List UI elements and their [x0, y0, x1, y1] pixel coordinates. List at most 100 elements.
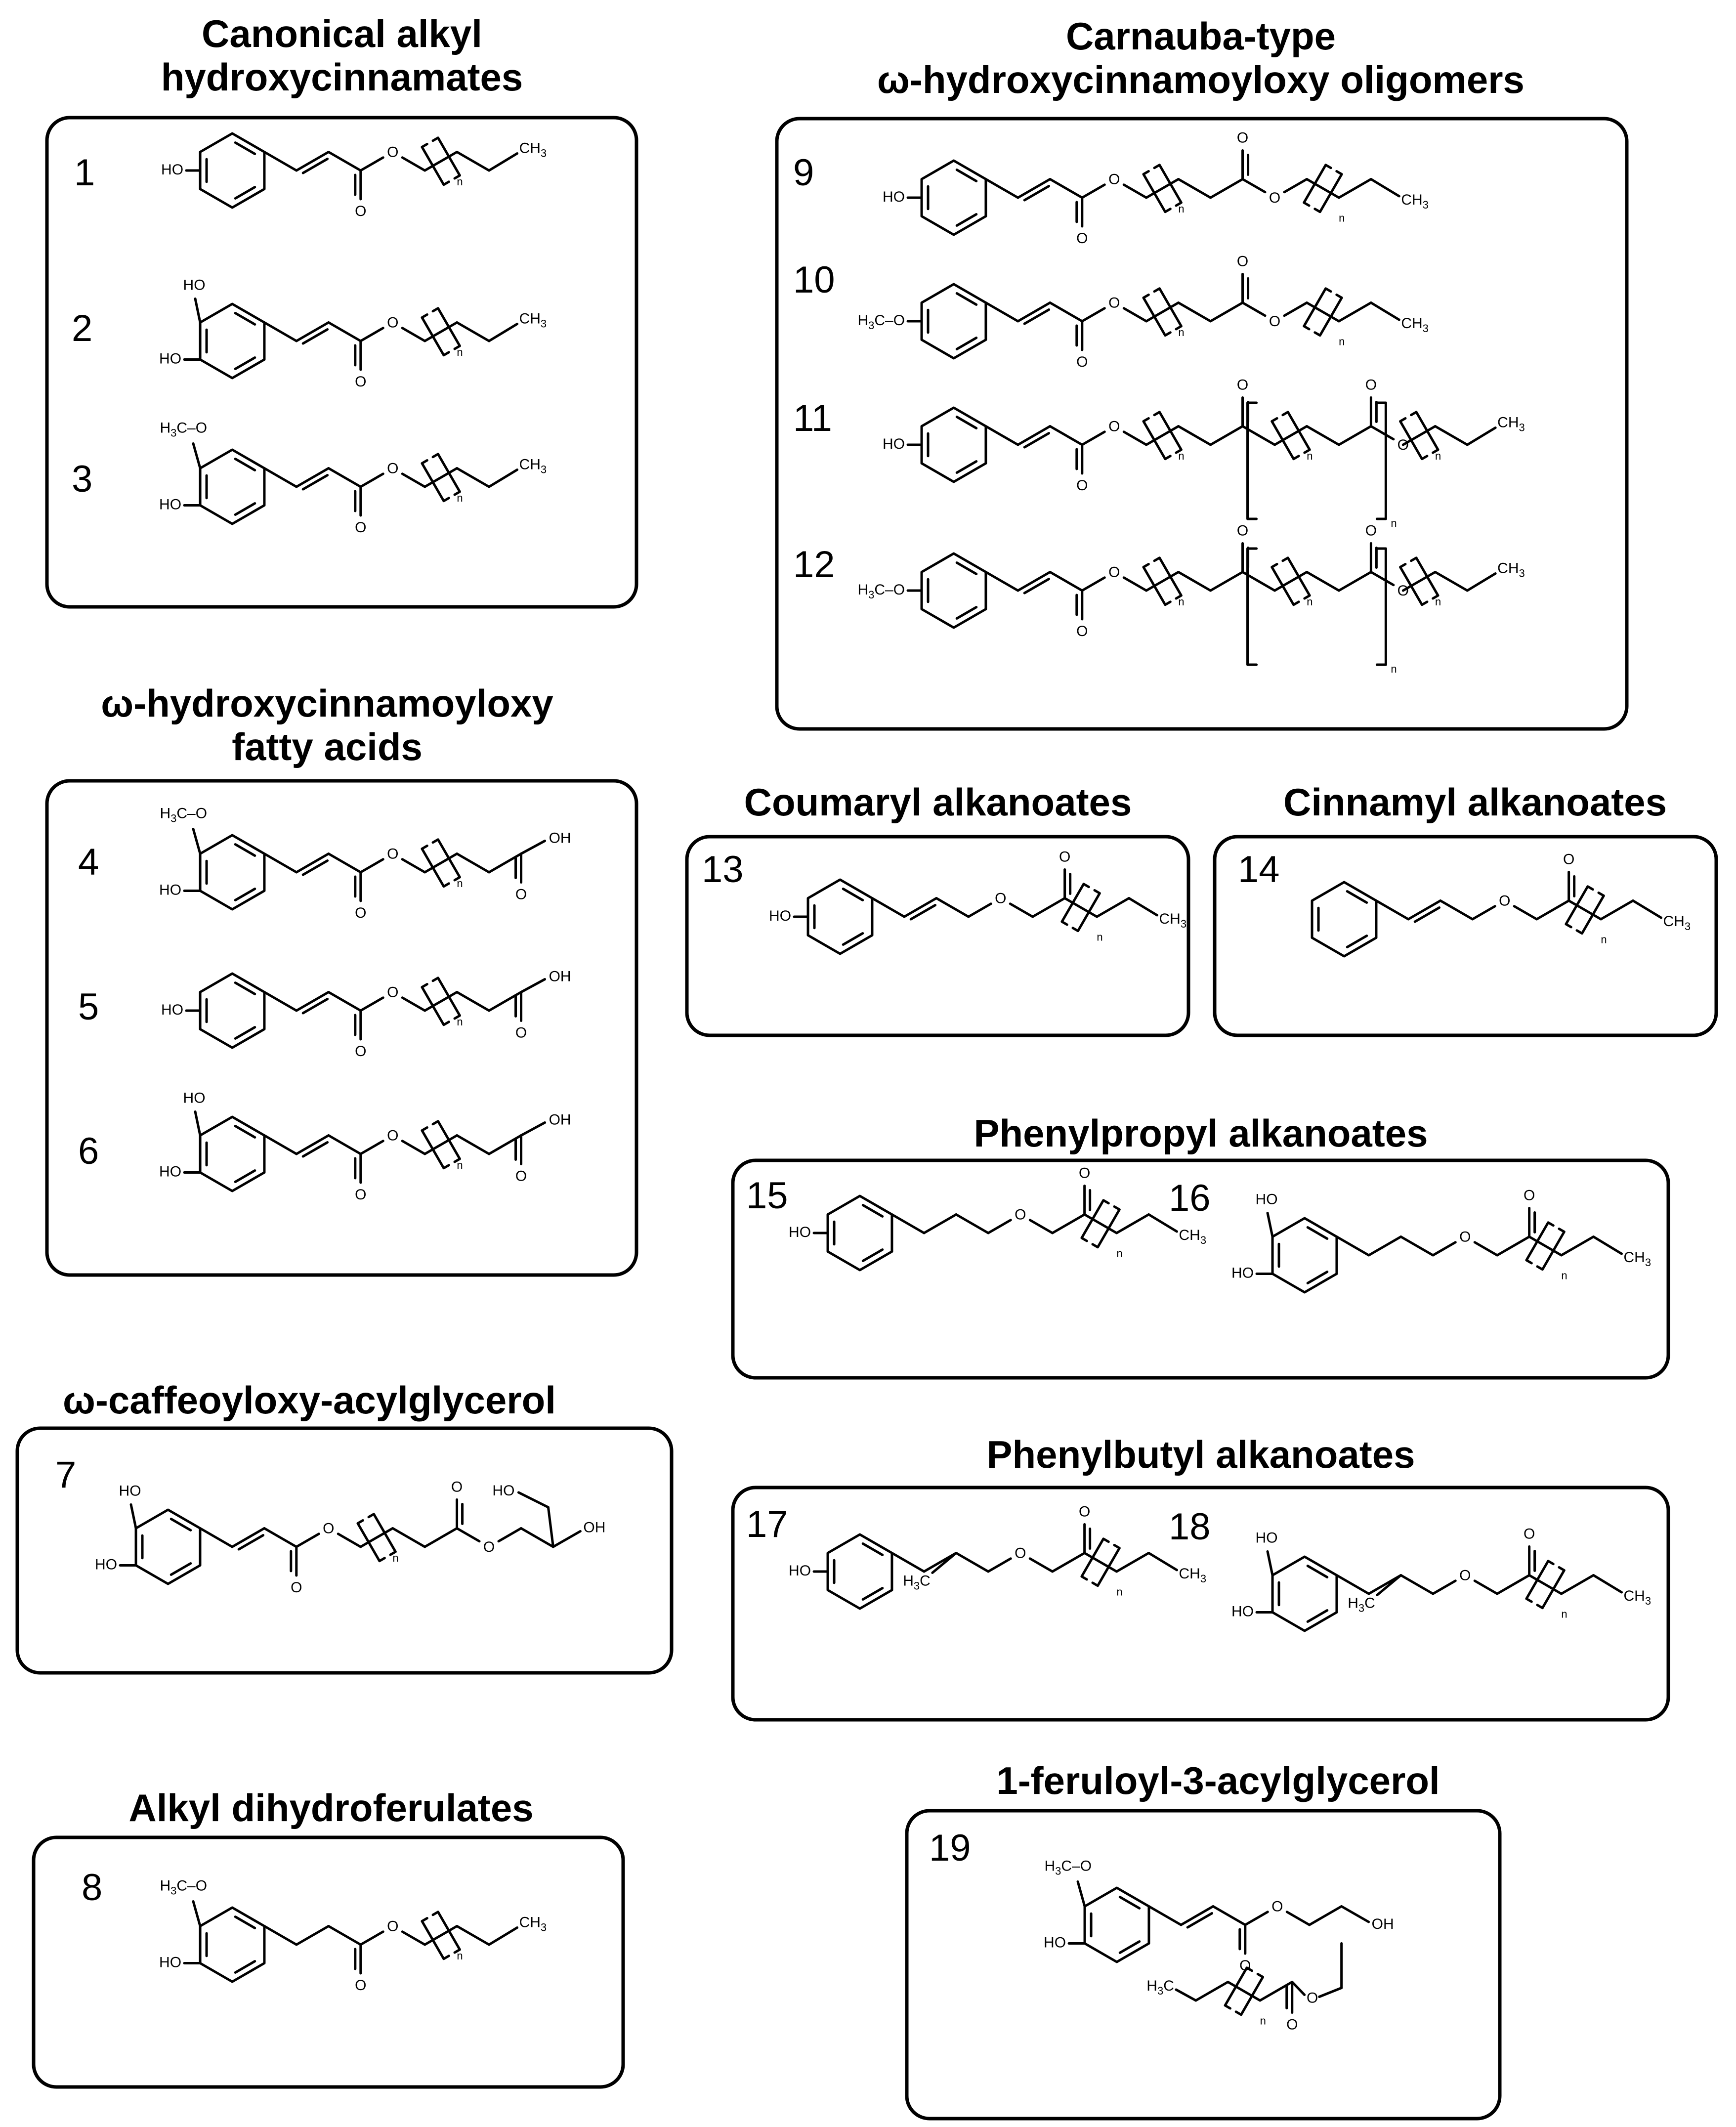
ester-oxygen-label: O: [387, 314, 398, 331]
repeat-unit-label: n: [1178, 450, 1184, 462]
methyl-label: CH3: [519, 140, 547, 159]
hydroxyl-label: HO: [183, 1090, 206, 1106]
carbonyl-oxygen-label: O: [515, 1168, 527, 1184]
repeat-unit-label: n: [1561, 1270, 1567, 1282]
repeat-unit-label: n: [457, 175, 463, 188]
carbonyl-oxygen-label: O: [355, 1043, 366, 1060]
compound-number-9: 9: [793, 152, 814, 194]
carbonyl-oxygen-label: O: [355, 519, 366, 536]
carbonyl-oxygen-label: O: [1237, 253, 1248, 269]
ester-oxygen-label: O: [1271, 1898, 1283, 1914]
panel-phenylpropyl-alkanoates: [731, 1158, 1670, 1380]
repeat-unit-label: n: [1307, 450, 1313, 462]
carbonyl-oxygen-label: O: [1059, 849, 1070, 865]
repeat-unit-label: n: [457, 1016, 463, 1028]
title-fatty-acids-line-1: ω-hydroxycinnamoyloxy: [101, 681, 553, 725]
panel-fatty-acids: [45, 779, 638, 1277]
panel-alkyl-dihydroferulates: [32, 1835, 625, 2089]
compound-number-5: 5: [78, 986, 99, 1028]
methyl-label: CH3: [1179, 1566, 1207, 1585]
methyl-label: H3C: [1146, 1978, 1174, 1997]
title-phenylpropyl-line-1: Phenylpropyl alkanoates: [974, 1111, 1428, 1155]
panel-coumaryl-alkanoates: [685, 835, 1190, 1037]
repeat-unit-label: n: [1116, 1586, 1122, 1598]
panel-feruloyl-acylglycerol: [905, 1809, 1502, 2121]
ester-oxygen-label: O: [1307, 1990, 1318, 2006]
compound-number-7: 7: [55, 1454, 76, 1496]
ester-oxygen-label: O: [1108, 295, 1120, 311]
methyl-label: CH3: [1663, 913, 1691, 933]
compound-number-17: 17: [746, 1503, 788, 1545]
carbonyl-oxygen-label: O: [1237, 377, 1248, 393]
ester-oxygen-label: O: [1459, 1229, 1471, 1245]
carbonyl-oxygen-label: O: [515, 1024, 527, 1041]
carbonyl-oxygen-label: O: [1237, 522, 1248, 539]
ester-oxygen-label: O: [387, 1127, 398, 1144]
title-phenylbutyl-line-1: Phenylbutyl alkanoates: [987, 1433, 1415, 1476]
hydroxyl-label: HO: [159, 350, 181, 367]
panel-canonical-alkyl-hydroxycinnamates: [45, 116, 638, 609]
compound-number-11: 11: [793, 397, 832, 439]
ester-oxygen-label: O: [1108, 171, 1120, 187]
hydroxyl-label: HO: [1044, 1934, 1066, 1951]
methoxy-label: H3C–O: [160, 805, 207, 824]
ester-oxygen-label: O: [1499, 893, 1510, 909]
ester-oxygen-label: O: [1459, 1567, 1471, 1583]
title-carnauba-line-2: ω-hydroxycinnamoyloxy oligomers: [877, 58, 1524, 101]
methyl-label: CH3: [1624, 1588, 1651, 1607]
hydroxyl-label: HO: [159, 882, 181, 898]
acid-hydroxyl-label: OH: [549, 1111, 571, 1128]
methyl-label: H3C: [1348, 1595, 1375, 1614]
hydroxyl-label: HO: [789, 1224, 811, 1240]
compound-number-8: 8: [82, 1867, 102, 1909]
hydroxyl-label: HO: [789, 1563, 811, 1579]
repeat-unit-label: n: [1339, 212, 1345, 224]
hydroxyl-label: OH: [583, 1519, 605, 1535]
carbonyl-oxygen-label: O: [1365, 522, 1377, 539]
hydroxyl-label: HO: [1256, 1191, 1278, 1207]
hydroxyl-label: HO: [161, 162, 183, 178]
compound-number-4: 4: [78, 841, 99, 883]
compound-number-12: 12: [793, 544, 835, 586]
compound-number-3: 3: [72, 458, 92, 500]
repeat-unit-label: n: [1435, 596, 1441, 608]
carbonyl-oxygen-label: O: [355, 1977, 366, 1994]
ester-oxygen-label: O: [1015, 1206, 1026, 1223]
compound-number-1: 1: [74, 152, 95, 194]
carbonyl-oxygen-label: O: [355, 374, 366, 390]
title-fatty-acids-line-2: fatty acids: [232, 725, 423, 768]
carbonyl-oxygen-label: O: [1076, 623, 1088, 639]
carbonyl-oxygen-label: O: [355, 1187, 366, 1203]
carbonyl-oxygen-label: O: [1563, 851, 1574, 867]
group-titles: Canonical alkylhydroxycinnamatesCarnauba…: [63, 12, 1667, 1829]
title-carnauba-line-1: Carnauba-type: [1066, 14, 1336, 58]
methoxy-label: H3C–O: [160, 420, 207, 439]
title-feruloyl-line-1: 1-feruloyl-3-acylglycerol: [996, 1759, 1440, 1802]
carbonyl-oxygen-label: O: [1286, 2016, 1298, 2033]
compound-number-15: 15: [746, 1175, 788, 1217]
methyl-label: CH3: [1497, 560, 1525, 579]
hydroxyl-label: HO: [1256, 1530, 1278, 1546]
hydroxyl-label: HO: [769, 908, 791, 924]
carbonyl-oxygen-label: O: [1079, 1165, 1090, 1181]
compound-number-18: 18: [1169, 1506, 1211, 1548]
hydroxyl-label: HO: [883, 189, 905, 205]
title-coumaryl-line-1: Coumaryl alkanoates: [744, 780, 1132, 824]
methyl-label: CH3: [1401, 315, 1429, 335]
hydroxyl-label: HO: [159, 496, 181, 512]
carbonyl-oxygen-label: O: [1524, 1526, 1535, 1542]
carbonyl-oxygen-label: O: [1076, 354, 1088, 370]
